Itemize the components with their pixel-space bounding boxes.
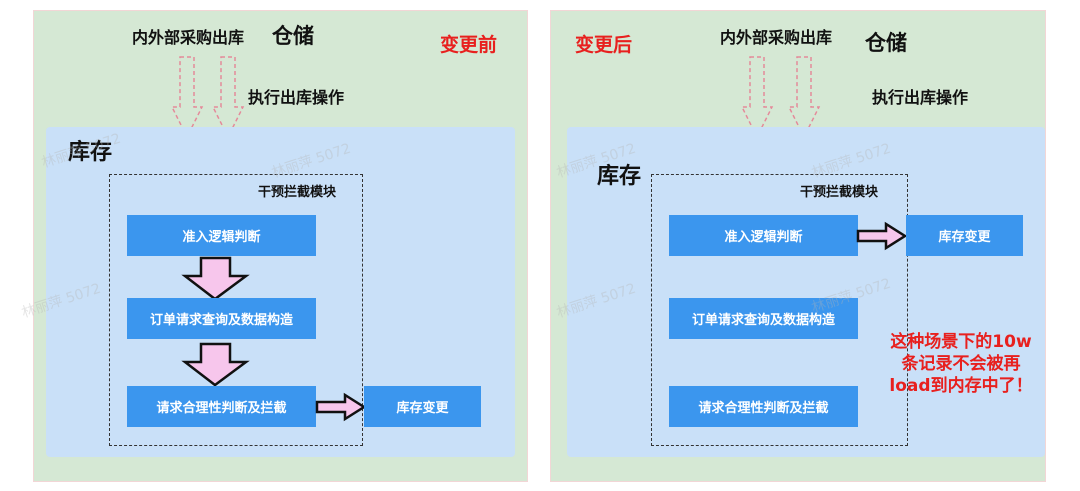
down-arrow-icon <box>181 342 250 387</box>
before-module-title: 干预拦截模块 <box>258 185 337 200</box>
before-warehouse-label: 仓储 <box>272 24 314 48</box>
after-note: 这种场景下的10w 条记录不会被再 load到内存中了！ <box>872 331 1050 397</box>
right-arrow-icon <box>856 221 908 251</box>
before-step-order-query: 订单请求查询及数据构造 <box>127 298 316 339</box>
after-step-validation: 请求合理性判断及拦截 <box>669 386 858 427</box>
after-operation-label: 执行出库操作 <box>872 88 969 107</box>
before-step-admission: 准入逻辑判断 <box>127 215 316 256</box>
after-tag: 变更后 <box>575 34 633 56</box>
after-module-title: 干预拦截模块 <box>800 185 879 200</box>
before-source-label: 内外部采购出库 <box>132 28 245 47</box>
after-step-admission: 准入逻辑判断 <box>669 215 858 256</box>
before-operation-label: 执行出库操作 <box>248 88 345 107</box>
after-step-order-query: 订单请求查询及数据构造 <box>669 298 858 339</box>
dashed-down-arrow-icon <box>211 56 245 139</box>
dashed-down-arrow-icon <box>740 56 774 139</box>
before-intercept-module <box>109 174 363 446</box>
down-arrow-icon <box>181 256 250 301</box>
before-step-validation: 请求合理性判断及拦截 <box>127 386 316 427</box>
after-result-inventory-change: 库存变更 <box>906 215 1023 256</box>
right-arrow-icon <box>315 392 367 422</box>
before-tag: 变更前 <box>440 34 498 56</box>
after-warehouse-label: 仓储 <box>865 31 907 55</box>
dashed-down-arrow-icon <box>170 56 204 139</box>
after-inventory-label: 库存 <box>597 164 642 189</box>
before-result-inventory-change: 库存变更 <box>364 386 481 427</box>
before-inventory-label: 库存 <box>68 140 113 165</box>
after-note-line: 条记录不会被再 <box>901 354 1021 374</box>
after-note-line: 这种场景下的10w <box>890 332 1032 352</box>
dashed-down-arrow-icon <box>787 56 821 139</box>
after-source-label: 内外部采购出库 <box>720 28 833 47</box>
after-intercept-module <box>651 174 908 446</box>
after-note-line: load到内存中了！ <box>889 376 1033 396</box>
